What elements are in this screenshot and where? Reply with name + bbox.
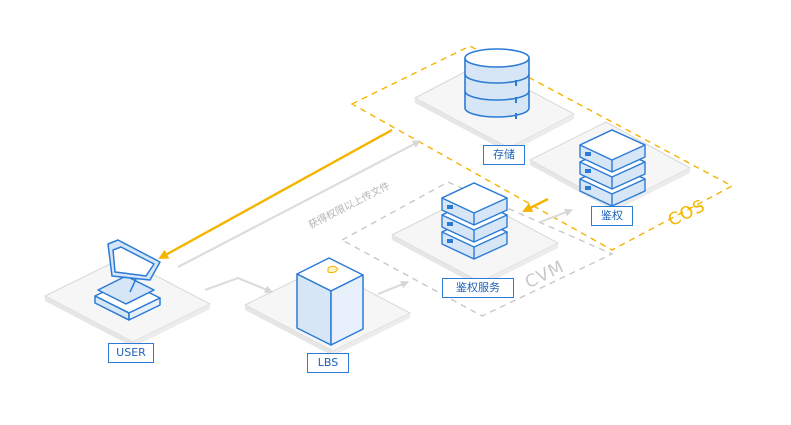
- cos-zone-boundary: [350, 45, 734, 251]
- node-label-storage: 存储: [483, 145, 525, 165]
- cvm-zone-boundary: [340, 181, 614, 317]
- flow-user-to-lbs: [204, 276, 273, 294]
- database-cylinder-icon: [464, 48, 530, 119]
- server-stack-icon: [441, 182, 508, 260]
- node-label-lbs: LBS: [307, 353, 349, 373]
- arrow-auth-to-auth-service: [522, 197, 549, 213]
- load-balancer-box-icon: [296, 257, 364, 346]
- computer-terminal-icon: [94, 239, 161, 321]
- node-label-auth-service: 鉴权服务: [442, 278, 514, 298]
- flow-user-upload-to-storage: [177, 140, 421, 268]
- flow-auth-service-to-auth: [539, 208, 573, 224]
- node-label-auth: 鉴权: [591, 206, 633, 226]
- flow-arrows: [177, 140, 573, 296]
- server-stack-icon: [579, 129, 646, 207]
- flow-lbs-to-auth-service: [377, 280, 409, 296]
- arrow-storage-to-user: [158, 128, 393, 260]
- node-label-user: USER: [108, 343, 154, 363]
